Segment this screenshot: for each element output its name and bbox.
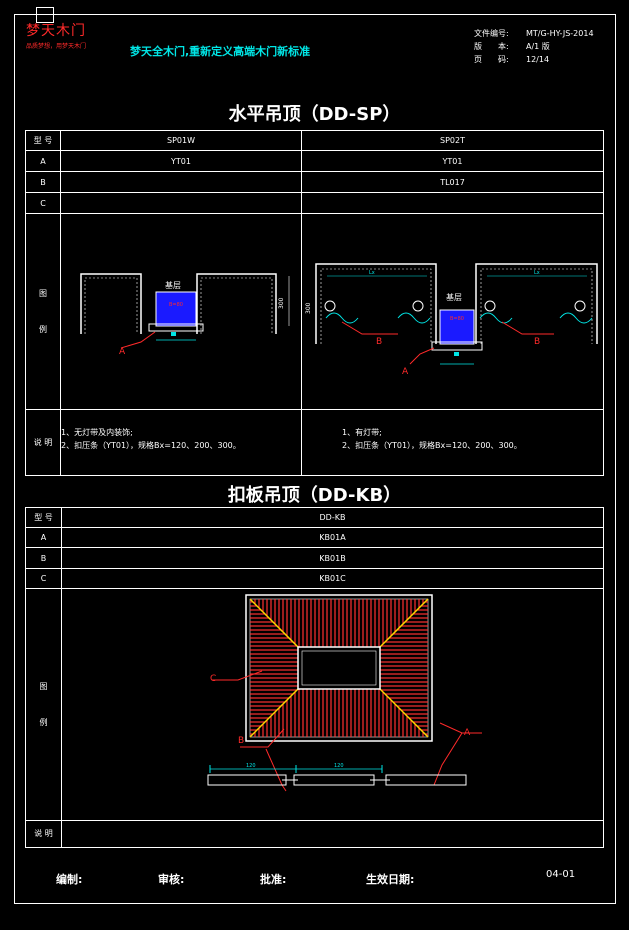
type-label-2: 型 号 xyxy=(25,507,62,528)
footer-approve: 批准: xyxy=(260,873,287,886)
drawing-sp02t: Lx Lx 基层 B=80 xyxy=(301,213,604,410)
cell2-c: KB01C xyxy=(61,568,604,589)
cell2-b: KB01B xyxy=(61,547,604,569)
svg-text:B=80: B=80 xyxy=(450,316,464,322)
doc-version: 版 本:A/1 版 xyxy=(474,42,550,51)
footer-prepared: 编制: xyxy=(56,873,83,886)
notes-dd-kb xyxy=(61,820,604,848)
doc-page: 页 码:12/14 xyxy=(474,55,550,64)
svg-text:300: 300 xyxy=(278,297,285,309)
cell-c2 xyxy=(301,192,604,214)
legend-label-2: 图例 xyxy=(25,588,62,821)
svg-text:Lx: Lx xyxy=(369,270,375,276)
col-dd-kb: DD-KB xyxy=(61,507,604,528)
row-label-a: A xyxy=(25,150,61,172)
col-sp01w: SP01W xyxy=(60,130,302,151)
cell2-a: KB01A xyxy=(61,527,604,548)
cell-b1 xyxy=(60,171,302,193)
svg-text:120: 120 xyxy=(334,763,344,769)
section1-table: 型 号 SP01W SP02T A YT01 YT01 B TL017 C 图例 xyxy=(25,130,604,476)
cell-c1 xyxy=(60,192,302,214)
footer-effective-date: 生效日期: xyxy=(366,873,415,886)
svg-text:B: B xyxy=(238,736,244,746)
row-label-c: C xyxy=(25,192,61,214)
section2-title: 扣板吊顶（DD-KB） xyxy=(227,485,402,506)
corner-mark xyxy=(36,7,54,23)
type-label: 型 号 xyxy=(25,130,61,151)
notes-sp01w: 1、无灯带及内装饰;2、扣压条（YT01），规格Bx=120、200、300。 xyxy=(60,409,302,476)
svg-text:A: A xyxy=(119,347,126,357)
notes-sp02t: 1、有灯带;2、扣压条（YT01），规格Bx=120、200、300。 xyxy=(301,409,604,476)
footer-code: 04-01 xyxy=(546,869,576,880)
svg-text:B=80: B=80 xyxy=(169,302,183,308)
svg-text:C: C xyxy=(210,674,216,684)
svg-text:基层: 基层 xyxy=(446,292,462,302)
sp02t-drawing-svg: Lx Lx 基层 B=80 xyxy=(305,263,598,377)
brand-logo: 梦天木门 xyxy=(26,23,86,39)
desc-label-2: 说 明 xyxy=(25,820,62,848)
row2-label-c: C xyxy=(25,568,62,589)
svg-text:B: B xyxy=(534,337,540,347)
section1-title: 水平吊顶（DD-SP） xyxy=(228,104,401,125)
desc-label: 说 明 xyxy=(25,409,61,476)
svg-text:B: B xyxy=(376,337,382,347)
col-sp02t: SP02T xyxy=(301,130,604,151)
cell-a1: YT01 xyxy=(60,150,302,172)
section2-table: 型 号 DD-KB A KB01A B KB01B C KB01C 图例 xyxy=(25,507,604,848)
row-label-b: B xyxy=(25,171,61,193)
drawing-dd-kb: C B A 120 120 xyxy=(61,588,604,821)
svg-text:Lx: Lx xyxy=(534,270,540,276)
legend-label: 图例 xyxy=(25,213,61,410)
dd-kb-drawing-svg: C B A 120 120 xyxy=(207,594,482,792)
brand-tagline: 品质梦想，用梦天木门 xyxy=(26,43,87,50)
doc-number: 文件编号:MT/G-HY-JS-2014 xyxy=(474,29,594,38)
slogan: 梦天全木门,重新定义高端木门新标准 xyxy=(130,45,311,58)
cell-b2: TL017 xyxy=(301,171,604,193)
row2-label-b: B xyxy=(25,547,62,569)
row2-label-a: A xyxy=(25,527,62,548)
cell-a2: YT01 xyxy=(301,150,604,172)
svg-text:A: A xyxy=(464,728,471,738)
svg-text:300: 300 xyxy=(305,302,312,314)
footer-review: 审核: xyxy=(158,873,185,886)
sp01w-drawing-svg: 基层 B=80 300 A xyxy=(80,273,290,357)
svg-text:基层: 基层 xyxy=(165,280,181,290)
svg-text:120: 120 xyxy=(246,763,256,769)
outer-frame xyxy=(14,14,616,904)
drawing-sp01w: 基层 B=80 300 A xyxy=(60,213,302,410)
svg-text:A: A xyxy=(402,367,409,377)
